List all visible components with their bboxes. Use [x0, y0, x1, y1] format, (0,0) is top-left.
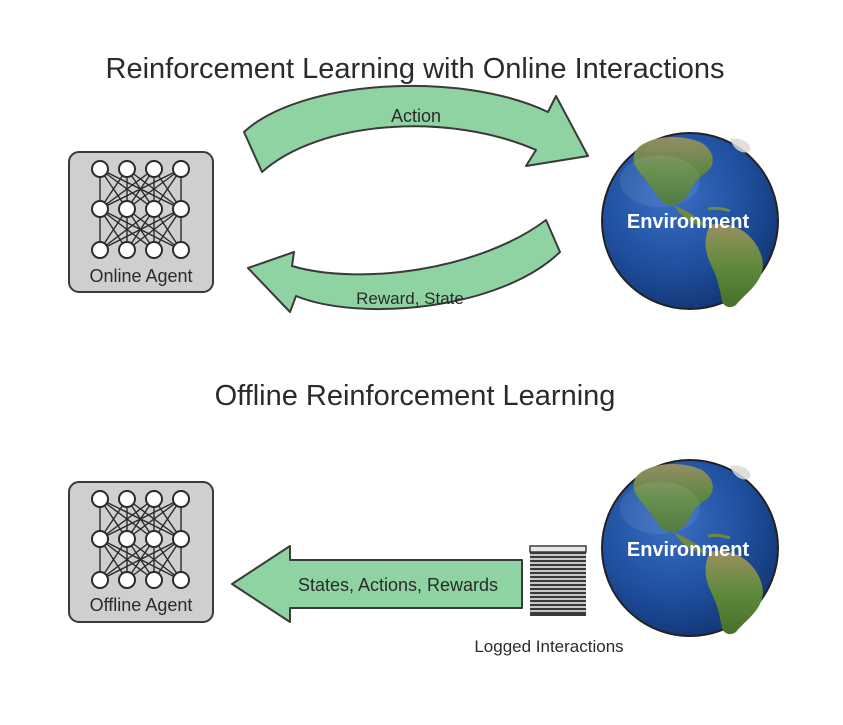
reward-state-arrow: Reward, State — [247, 219, 561, 313]
online-agent: Online Agent — [68, 151, 214, 293]
paper-stack-icon — [529, 545, 587, 616]
reward-state-label: Reward, State — [356, 289, 464, 308]
action-label: Action — [391, 106, 441, 126]
offline-environment: Environment — [600, 458, 780, 638]
online-environment-label: Environment — [627, 211, 750, 233]
offline-title: Offline Reinforcement Learning — [215, 380, 616, 412]
offline-agent-label: Offline Agent — [90, 595, 193, 615]
online-title: Reinforcement Learning with Online Inter… — [106, 53, 725, 85]
offline-arrow-label: States, Actions, Rewards — [298, 575, 498, 595]
offline-environment-label: Environment — [627, 539, 750, 561]
action-arrow: Action — [243, 84, 589, 173]
offline-data-arrow: States, Actions, Rewards — [231, 545, 523, 623]
online-environment: Environment — [600, 131, 780, 311]
logged-interactions-label: Logged Interactions — [474, 637, 623, 656]
online-agent-label: Online Agent — [89, 266, 192, 286]
offline-agent: Offline Agent — [68, 481, 214, 623]
